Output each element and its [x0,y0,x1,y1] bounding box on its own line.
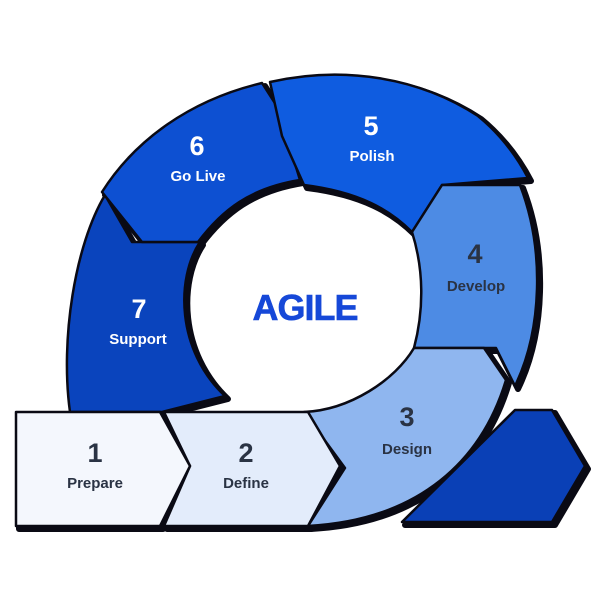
step-2-label: Define [223,475,269,492]
step-5-number: 5 [363,111,378,141]
step-7-number: 7 [131,294,146,324]
step-7-label: Support [109,331,167,348]
step-4-label: Develop [447,278,505,295]
step-5-label: Polish [349,148,394,165]
step-5-shape [268,73,530,234]
step-4-shape [410,183,539,388]
step-6-number: 6 [189,131,204,161]
step-6-shape [100,81,302,244]
step-3-number: 3 [399,402,414,432]
label-layer: 1 Prepare 2 Define 3 Design 4 Develop 5 … [67,111,505,492]
shape-fill-layer [14,73,587,528]
tail-arrow [400,408,587,524]
step-3-shape [302,346,508,528]
step-1-number: 1 [87,438,102,468]
center-title: AGILE [252,287,357,328]
step-1-label: Prepare [67,475,123,492]
step-3-label: Design [382,441,432,458]
step-6-label: Go Live [170,168,225,185]
step-2-shape [162,410,342,528]
step-2-number: 2 [238,438,253,468]
step-4-number: 4 [467,239,482,269]
step-1-shape [14,410,192,528]
